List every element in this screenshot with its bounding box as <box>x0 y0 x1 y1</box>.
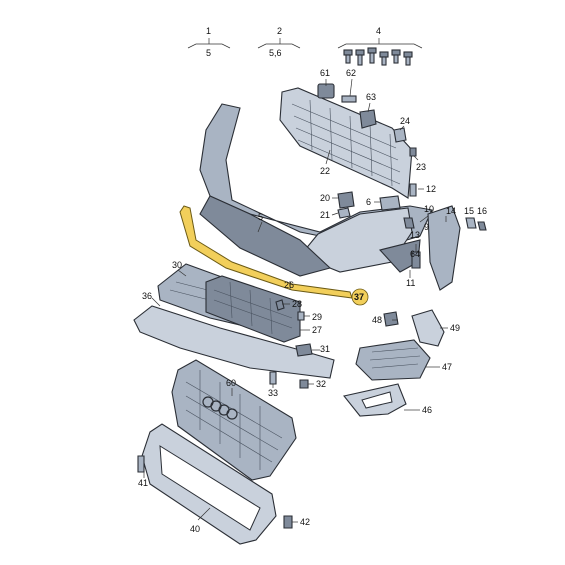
cover-49 <box>411 309 445 347</box>
part-24 <box>393 127 407 143</box>
callout-11: 11 <box>406 278 415 288</box>
callout-33: 33 <box>268 388 278 398</box>
callout-22: 22 <box>320 166 330 176</box>
part-6 <box>379 195 401 211</box>
label-markers <box>351 288 369 306</box>
callout-12: 12 <box>426 184 436 194</box>
callout-64: 64 <box>410 249 420 259</box>
bracket-14 <box>427 205 461 291</box>
callout-23: 23 <box>416 162 426 172</box>
trim-strip-37-highlighted <box>179 205 353 299</box>
callout-36: 36 <box>142 291 152 301</box>
callout-48: 48 <box>372 315 382 325</box>
callout-2: 2 <box>277 26 282 36</box>
part-13 <box>411 251 421 269</box>
part-48 <box>383 311 399 327</box>
callout-40: 40 <box>190 524 200 534</box>
part-41 <box>137 455 145 473</box>
callout-28: 28 <box>292 299 302 309</box>
callout-5: 5 <box>258 212 263 222</box>
part-20 <box>337 191 355 209</box>
part-15 <box>465 217 477 229</box>
callout-62: 62 <box>346 68 356 78</box>
callout-49: 49 <box>450 323 460 333</box>
callout-14: 14 <box>446 206 456 216</box>
upper-grille-frame-22 <box>279 87 413 199</box>
callout-5-top: 5 <box>206 48 211 58</box>
part-62 <box>341 95 357 103</box>
part-10 <box>403 217 415 229</box>
group-bracket-2 <box>257 38 301 49</box>
group-bracket-4 <box>337 38 423 49</box>
callout-29: 29 <box>312 312 322 322</box>
callout-20: 20 <box>320 193 330 203</box>
part-63 <box>359 109 377 129</box>
part-28 <box>275 299 285 311</box>
callout-41: 41 <box>138 478 148 488</box>
callout-31: 31 <box>320 344 330 354</box>
callout-37: 37 <box>354 292 364 302</box>
callout-27: 27 <box>312 325 322 335</box>
callout-1: 1 <box>206 26 211 36</box>
bumper-cover-5 <box>199 103 433 277</box>
callout-13: 13 <box>410 230 420 240</box>
callout-61: 61 <box>320 68 330 78</box>
callout-32: 32 <box>316 379 326 389</box>
callout-60: 60 <box>226 378 236 388</box>
part-29 <box>297 311 305 321</box>
callout-21: 21 <box>320 210 330 220</box>
part-42 <box>283 515 293 529</box>
part-16 <box>477 221 487 231</box>
side-grille-47 <box>355 339 431 381</box>
callout-4: 4 <box>376 26 381 36</box>
callout-5-6: 5,6 <box>269 48 282 58</box>
part-61 <box>317 83 335 99</box>
part-33 <box>269 371 277 385</box>
part-23 <box>409 147 417 157</box>
callout-15: 15 <box>464 206 474 216</box>
part-12 <box>409 183 417 197</box>
highlight-marker-37 <box>351 288 369 306</box>
callout-47: 47 <box>442 362 452 372</box>
callout-30: 30 <box>172 260 182 270</box>
mesh-insert-27 <box>205 275 301 343</box>
callout-26: 26 <box>284 280 294 290</box>
fastener-set-4 <box>343 47 413 66</box>
callout-42: 42 <box>300 517 310 527</box>
front-grille-60 <box>171 359 297 481</box>
callout-labels: 1 5 2 5,6 4 61 62 63 24 22 23 12 20 21 6… <box>138 26 487 534</box>
leader-lines <box>143 78 448 523</box>
callout-24: 24 <box>400 116 410 126</box>
brand-rings-icon <box>202 396 238 420</box>
callout-9: 9 <box>424 222 429 232</box>
callout-10: 10 <box>424 204 434 214</box>
part-31 <box>295 343 313 357</box>
callout-16: 16 <box>477 206 487 216</box>
callout-63: 63 <box>366 92 376 102</box>
part-32 <box>299 379 309 389</box>
callout-46: 46 <box>422 405 432 415</box>
group-bracket-1 <box>187 38 231 49</box>
part-21 <box>337 207 351 219</box>
callout-6: 6 <box>366 197 371 207</box>
spoiler-36 <box>133 305 335 379</box>
